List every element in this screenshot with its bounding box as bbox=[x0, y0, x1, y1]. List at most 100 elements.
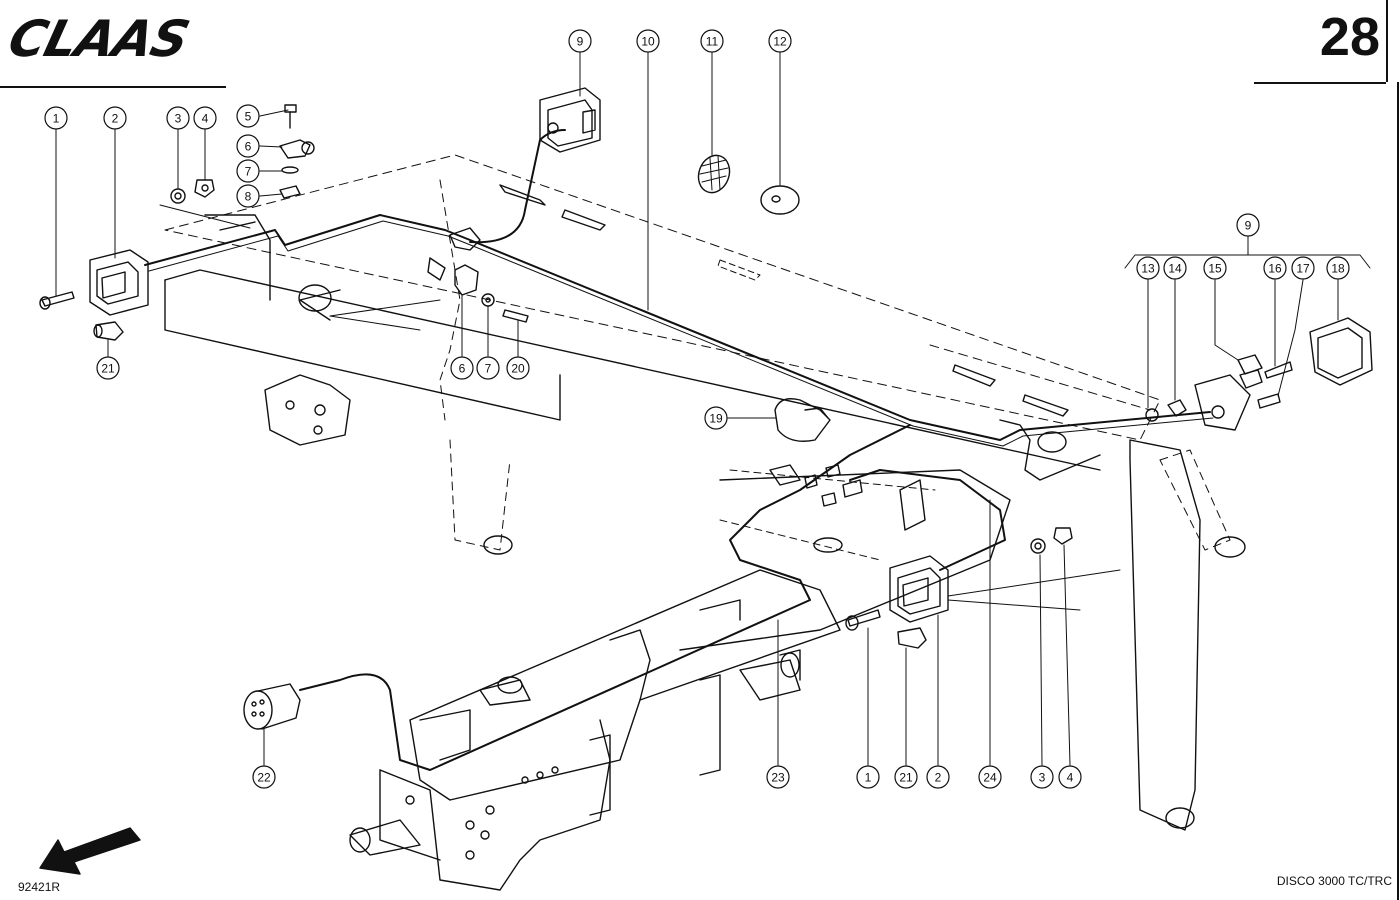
callout-24: 24 bbox=[978, 765, 1002, 789]
callout-circle bbox=[856, 765, 880, 789]
callout-circle bbox=[1163, 256, 1187, 280]
callout-number: 10 bbox=[641, 35, 655, 49]
callout-number: 4 bbox=[1067, 771, 1074, 785]
callout-7: 7 bbox=[476, 356, 500, 380]
callout-circle bbox=[236, 184, 260, 208]
callout-9: 9 bbox=[568, 29, 592, 53]
callout-15: 15 bbox=[1203, 256, 1227, 280]
lamp-right-drawbar bbox=[845, 527, 1073, 649]
callout-12: 12 bbox=[768, 29, 792, 53]
callout-circle bbox=[568, 29, 592, 53]
callout-circle bbox=[236, 134, 260, 158]
callout-5: 5 bbox=[236, 104, 260, 128]
callout-9: 9 bbox=[1236, 213, 1260, 237]
callout-circle bbox=[506, 356, 530, 380]
callout-circle bbox=[193, 106, 217, 130]
callout-1: 1 bbox=[856, 765, 880, 789]
callout-number: 1 bbox=[865, 771, 872, 785]
callout-number: 2 bbox=[935, 771, 942, 785]
callout-number: 18 bbox=[1331, 262, 1345, 276]
callout-number: 20 bbox=[511, 362, 525, 376]
callout-number: 5 bbox=[245, 110, 252, 124]
callout-13: 13 bbox=[1136, 256, 1160, 280]
clip-19 bbox=[774, 398, 831, 442]
connectors bbox=[449, 227, 863, 507]
callout-number: 23 bbox=[771, 771, 785, 785]
callout-circle bbox=[166, 106, 190, 130]
callout-number: 4 bbox=[202, 112, 209, 126]
header-divider-right bbox=[1254, 82, 1386, 84]
callout-number: 13 bbox=[1141, 262, 1155, 276]
wiring-harness bbox=[144, 129, 1214, 771]
callout-number: 3 bbox=[1039, 771, 1046, 785]
callout-circle bbox=[236, 159, 260, 183]
lamp-left bbox=[89, 249, 149, 316]
callout-19: 19 bbox=[704, 406, 728, 430]
callout-circle bbox=[1136, 256, 1160, 280]
callout-circle bbox=[1236, 213, 1260, 237]
callout-number: 21 bbox=[899, 771, 913, 785]
callout-number: 7 bbox=[485, 362, 492, 376]
callout-circle bbox=[704, 406, 728, 430]
callout-circle bbox=[1058, 765, 1082, 789]
callout-number: 11 bbox=[706, 35, 719, 49]
callout-number: 12 bbox=[773, 35, 787, 49]
leader-lines bbox=[55, 51, 1371, 766]
callout-20: 20 bbox=[506, 356, 530, 380]
callout-18: 18 bbox=[1326, 256, 1350, 280]
callout-number: 1 bbox=[53, 112, 60, 126]
callout-1: 1 bbox=[44, 106, 68, 130]
callout-16: 16 bbox=[1263, 256, 1287, 280]
bracket-6-7-20 bbox=[427, 257, 529, 323]
travel-direction-arrow bbox=[39, 827, 141, 875]
callout-circle bbox=[476, 356, 500, 380]
callout-circle bbox=[926, 765, 950, 789]
callout-circle bbox=[450, 356, 474, 380]
callout-number: 15 bbox=[1208, 262, 1222, 276]
callout-circle bbox=[894, 765, 918, 789]
callout-circle bbox=[636, 29, 660, 53]
callout-number: 6 bbox=[459, 362, 466, 376]
lamp-right-assembly bbox=[1145, 317, 1373, 431]
callout-circle bbox=[1291, 256, 1315, 280]
callout-23: 23 bbox=[766, 765, 790, 789]
callout-circle bbox=[252, 765, 276, 789]
callout-10: 10 bbox=[636, 29, 660, 53]
frame-right-edge bbox=[1397, 82, 1399, 900]
callout-number: 9 bbox=[577, 35, 584, 49]
callout-circle bbox=[1203, 256, 1227, 280]
callout-22: 22 bbox=[252, 765, 276, 789]
lamp-top bbox=[539, 87, 601, 153]
callout-21: 21 bbox=[894, 765, 918, 789]
callout-7: 7 bbox=[236, 159, 260, 183]
drawbar bbox=[349, 464, 1011, 891]
callout-21: 21 bbox=[96, 356, 120, 380]
page-number-box-left bbox=[1386, 0, 1388, 82]
callout-number: 7 bbox=[245, 165, 252, 179]
callout-number: 21 bbox=[101, 362, 115, 376]
callout-number: 16 bbox=[1268, 262, 1282, 276]
bulb-21-left bbox=[93, 321, 124, 341]
callout-circle bbox=[1326, 256, 1350, 280]
nuts-3-4-left bbox=[159, 179, 251, 229]
rear-frame-beam bbox=[164, 154, 1246, 831]
callout-number: 19 bbox=[709, 412, 723, 426]
callout-11: 11 bbox=[700, 29, 724, 53]
gasket-12 bbox=[760, 185, 800, 215]
callout-17: 17 bbox=[1291, 256, 1315, 280]
callout-number: 3 bbox=[175, 112, 182, 126]
callout-number: 9 bbox=[1245, 219, 1252, 233]
callout-8: 8 bbox=[236, 184, 260, 208]
callout-4: 4 bbox=[193, 106, 217, 130]
callout-circle bbox=[96, 356, 120, 380]
drawing-code: 92421R bbox=[18, 880, 61, 894]
callout-number: 8 bbox=[245, 190, 252, 204]
callout-number: 14 bbox=[1168, 262, 1182, 276]
callout-circle bbox=[236, 104, 260, 128]
callout-3: 3 bbox=[166, 106, 190, 130]
plug-22 bbox=[243, 683, 301, 730]
header-divider-left bbox=[0, 86, 226, 88]
